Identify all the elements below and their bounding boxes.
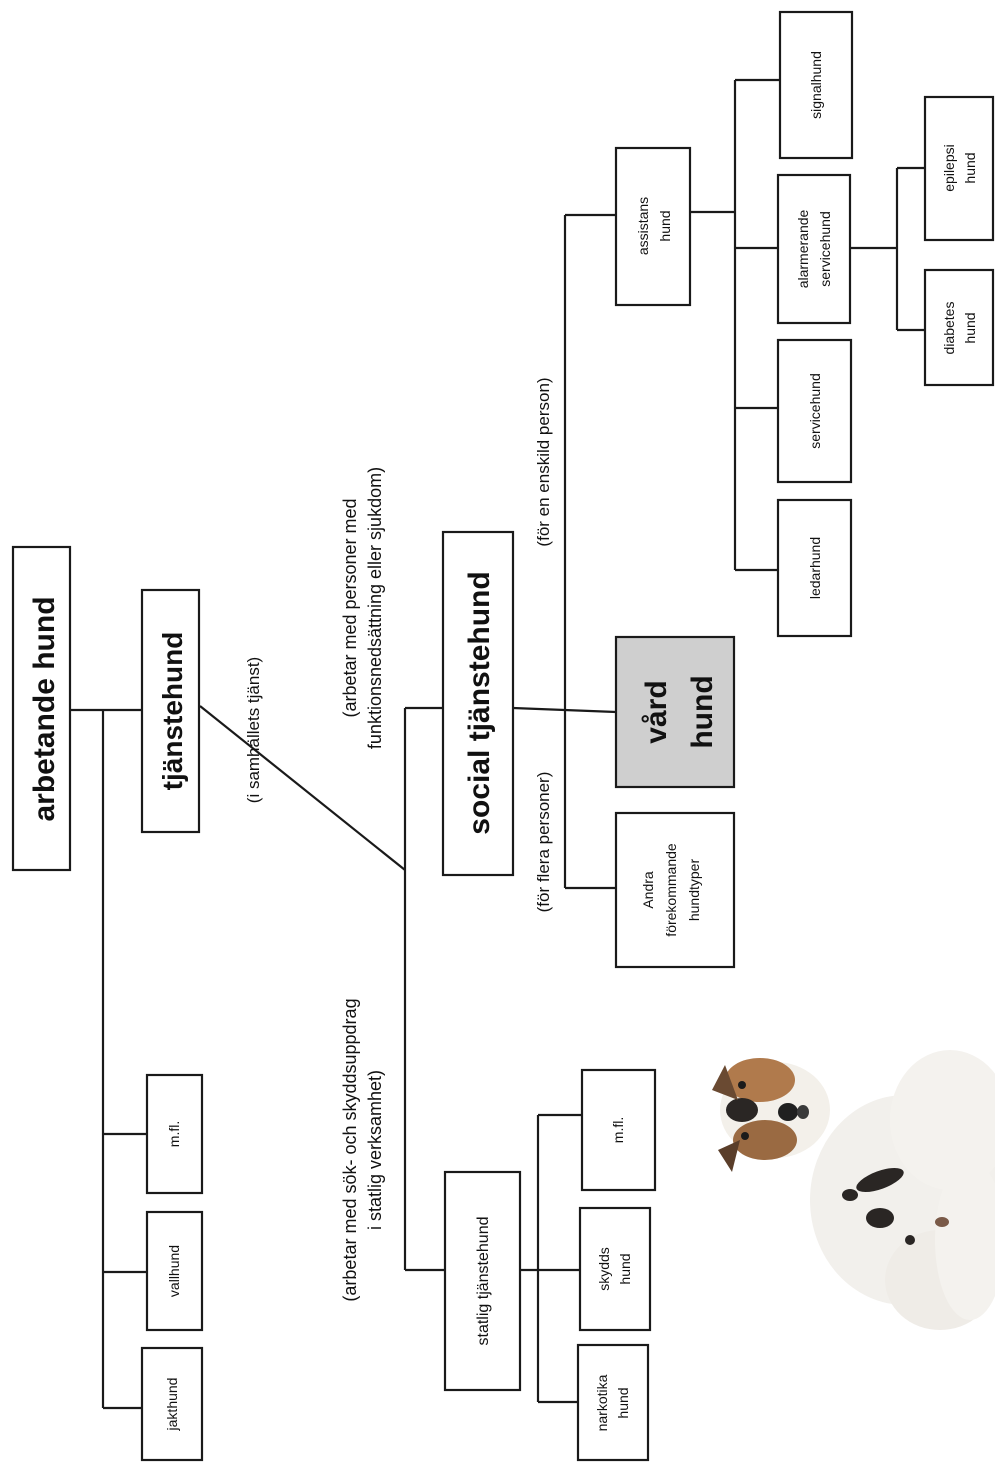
node-signalhund: signalhund — [778, 10, 854, 160]
node-diabetes-label-1: diabetes — [941, 302, 957, 355]
node-andra-hundtyper: Andra förekommande hundtyper — [614, 811, 736, 969]
node-arbetande-hund-label: arbetande hund — [28, 596, 61, 821]
node-epilepsi-label-1: epilepsi — [941, 144, 957, 191]
node-assistans-hund: assistans hund — [614, 146, 692, 307]
annotation-social-line-2: funktionsnedsättning eller sjukdom) — [365, 467, 385, 749]
node-epilepsi-hund: epilepsi hund — [923, 95, 995, 242]
node-servicehund: servicehund — [776, 338, 853, 484]
node-assistans-label-1: assistans — [635, 197, 651, 255]
node-narkotika-hund: narkotika hund — [576, 1343, 650, 1462]
annotation-for-flera-personer: (för flera personer) — [534, 772, 553, 913]
node-vard-hund-label-1: vård — [640, 680, 673, 743]
node-skydds-hund: skydds hund — [578, 1206, 652, 1332]
node-signalhund-label: signalhund — [808, 51, 824, 119]
node-epilepsi-label-2: hund — [962, 152, 978, 183]
node-ledarhund: ledarhund — [776, 498, 853, 638]
node-vard-hund-label-2: hund — [686, 675, 719, 748]
node-vard-hund: vård hund — [614, 635, 736, 789]
node-mfl-1-label: m.fl. — [166, 1121, 182, 1147]
node-mfl-1: m.fl. — [145, 1073, 204, 1195]
connector-lines — [70, 78, 925, 1410]
annotation-social-line-1: (arbetar med personer med — [340, 498, 360, 717]
node-statlig-tjanstehund-label: statlig tjänstehund — [475, 1217, 492, 1346]
node-alarmerande-servicehund: alarmerande servicehund — [776, 173, 852, 325]
node-andra-label-2: förekommande — [663, 843, 679, 937]
node-alarmerande-label-2: servicehund — [817, 211, 833, 287]
annotation-samhallets-tjanst: (i samhällets tjänst) — [244, 657, 263, 803]
node-narkotika-label-1: narkotika — [594, 1374, 610, 1431]
node-jakthund: jakthund — [140, 1346, 204, 1462]
node-ledarhund-label: ledarhund — [807, 537, 823, 599]
node-narkotika-label-2: hund — [615, 1387, 631, 1418]
node-mfl-2: m.fl. — [580, 1068, 657, 1192]
node-tjanstehund-label: tjänstehund — [157, 632, 188, 791]
annotation-statlig-line-2: i statlig verksamhet) — [365, 1070, 385, 1230]
node-alarmerande-label-1: alarmerande — [795, 209, 811, 288]
node-diabetes-hund: diabetes hund — [923, 268, 995, 387]
node-diabetes-label-2: hund — [962, 312, 978, 343]
node-vallhund-label: vallhund — [166, 1245, 182, 1297]
node-vallhund: vallhund — [145, 1210, 204, 1332]
node-social-tjanstehund-label: social tjänstehund — [463, 571, 496, 834]
node-social-tjanstehund: social tjänstehund — [441, 530, 515, 877]
node-servicehund-label: servicehund — [807, 373, 823, 449]
annotation-statlig-line-1: (arbetar med sök- och skyddsuppdrag — [340, 998, 360, 1301]
node-arbetande-hund: arbetande hund — [11, 545, 72, 872]
node-jakthund-label: jakthund — [164, 1378, 180, 1432]
node-tjanstehund: tjänstehund — [140, 588, 201, 834]
node-skydds-label-2: hund — [617, 1253, 633, 1284]
annotation-for-en-enskild-person: (för en enskild person) — [534, 377, 553, 546]
node-mfl-2-label: m.fl. — [610, 1117, 626, 1143]
node-andra-label-3: hundtyper — [686, 859, 702, 922]
dog-photo-icon — [712, 1050, 995, 1330]
node-statlig-tjanstehund: statlig tjänstehund — [443, 1170, 522, 1392]
node-skydds-label-1: skydds — [596, 1247, 612, 1291]
node-assistans-label-2: hund — [657, 210, 673, 241]
node-andra-label-1: Andra — [640, 871, 656, 909]
